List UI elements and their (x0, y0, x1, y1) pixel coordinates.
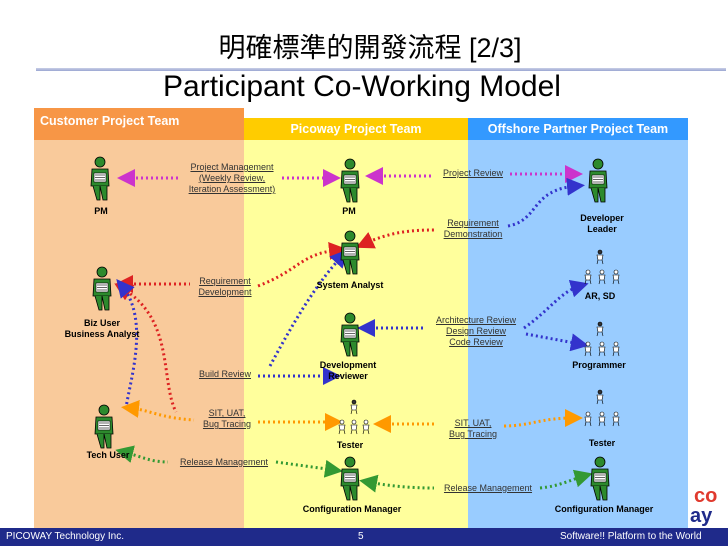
dev-reviewer-figure (340, 312, 360, 357)
picoway-pm-figure (340, 158, 360, 203)
sit-uat-left-link[interactable]: SIT, UAT,Bug Tracing (202, 408, 252, 429)
page-title-english: Participant Co-Working Model (163, 70, 561, 103)
ar-sd-label: AR, SD (584, 291, 616, 301)
release-management-right-link[interactable]: Release Management (443, 483, 533, 493)
arch-review-arrow-ar (523, 279, 589, 330)
customer-column (34, 140, 244, 528)
offshore-tester-label: Tester (588, 438, 616, 448)
project-management-link[interactable]: Project Management(Weekly Review,Iterati… (188, 162, 276, 194)
offshore-cm-label: Configuration Manager (554, 504, 654, 514)
release-right-arrow-left (359, 474, 435, 493)
customer-pm-figure (90, 156, 110, 201)
footer-slogan: Software!! Platform to the World (560, 531, 702, 542)
sit-uat-right-link[interactable]: SIT, UAT,Bug Tracing (448, 418, 498, 439)
project-review-link[interactable]: Project Review (442, 168, 504, 178)
sit-right-arrow-right (503, 409, 583, 428)
release-management-left-link[interactable]: Release Management (179, 457, 269, 467)
offshore-column-header: Offshore Partner Project Team (468, 118, 688, 140)
offshore-tester-figure (584, 389, 620, 427)
svg-text:ay: ay (690, 505, 713, 526)
page-title-chinese: 明確標準的開發流程 [2/3] (218, 33, 522, 63)
customer-pm-label: PM (94, 206, 108, 216)
footer-page-number: 5 (358, 531, 364, 542)
picoway-tester-label: Tester (336, 440, 364, 450)
arch-review-arrow-programmer (525, 332, 589, 352)
biz-user-figure (92, 266, 112, 311)
picoway-logo-icon: co ay (690, 485, 717, 526)
programmer-figure (584, 321, 620, 357)
ar-sd-figure (584, 249, 620, 285)
release-right-arrow-right (539, 469, 593, 490)
biz-user-req-arrow (114, 283, 178, 413)
svg-text:co: co (694, 485, 717, 507)
release-left-arrow-right (275, 459, 343, 478)
customer-column-header: Customer Project Team (34, 108, 244, 140)
picoway-cm-label: Configuration Manager (302, 504, 402, 514)
dev-leader-figure (588, 158, 608, 203)
title-divider (36, 68, 726, 71)
picoway-pm-label: PM (342, 206, 356, 216)
footer-company: PICOWAY Technology Inc. (6, 531, 125, 542)
release-left-arrow-left (115, 445, 169, 464)
footer-bar: PICOWAY Technology Inc. 5 Software!! Pla… (0, 528, 728, 546)
picoway-cm-figure (340, 456, 360, 501)
picoway-tester-figure (338, 399, 370, 435)
biz-user-review-arrow (116, 279, 139, 409)
programmer-label: Programmer (572, 360, 626, 370)
review-to-analyst-arrow (268, 249, 349, 367)
req-demo-arrow-left (355, 228, 437, 249)
build-review-link[interactable]: Build Review (198, 369, 252, 379)
picoway-column-header: Picoway Project Team (244, 118, 468, 140)
req-demo-arrow-right (507, 177, 585, 228)
system-analyst-figure (340, 230, 360, 275)
tech-user-figure (94, 404, 114, 449)
system-analyst-label: System Analyst (316, 280, 384, 290)
sit-left-arrow-left (121, 399, 195, 422)
offshore-cm-figure (590, 456, 610, 501)
tech-user-label: Tech User (86, 450, 130, 460)
